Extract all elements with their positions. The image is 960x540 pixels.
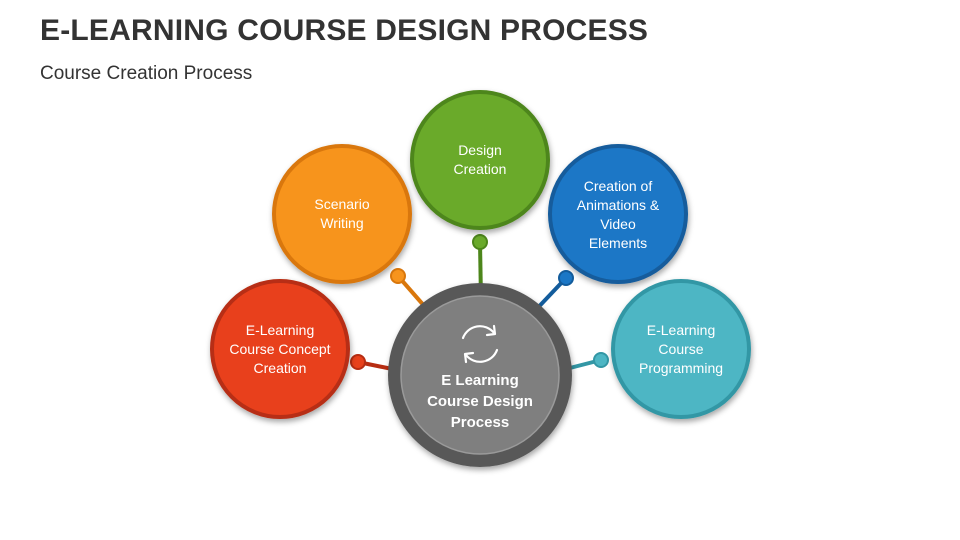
node-scenario-circle <box>272 144 412 284</box>
node-animation-circle <box>548 144 688 284</box>
node-scenario-label: Scenario Writing <box>314 196 370 231</box>
center-label: E Learning Course Design Process <box>427 371 533 431</box>
node-programming-label: E-Learning Course Programming <box>638 321 724 376</box>
node-animation-label: Creation of Animations & Video Elements <box>576 178 660 251</box>
center-circle <box>400 295 560 455</box>
node-concept-circle <box>210 279 350 419</box>
page-title: E-LEARNING COURSE DESIGN PROCESS <box>40 14 649 47</box>
page-subtitle: Course Creation Process <box>40 63 253 84</box>
refresh-icon <box>461 324 499 364</box>
node-programming-circle <box>611 279 751 419</box>
node-design-circle <box>410 90 550 230</box>
node-concept-label: E-Learning Course Concept Creation <box>229 321 331 376</box>
node-design-label: Design Creation <box>453 142 507 177</box>
